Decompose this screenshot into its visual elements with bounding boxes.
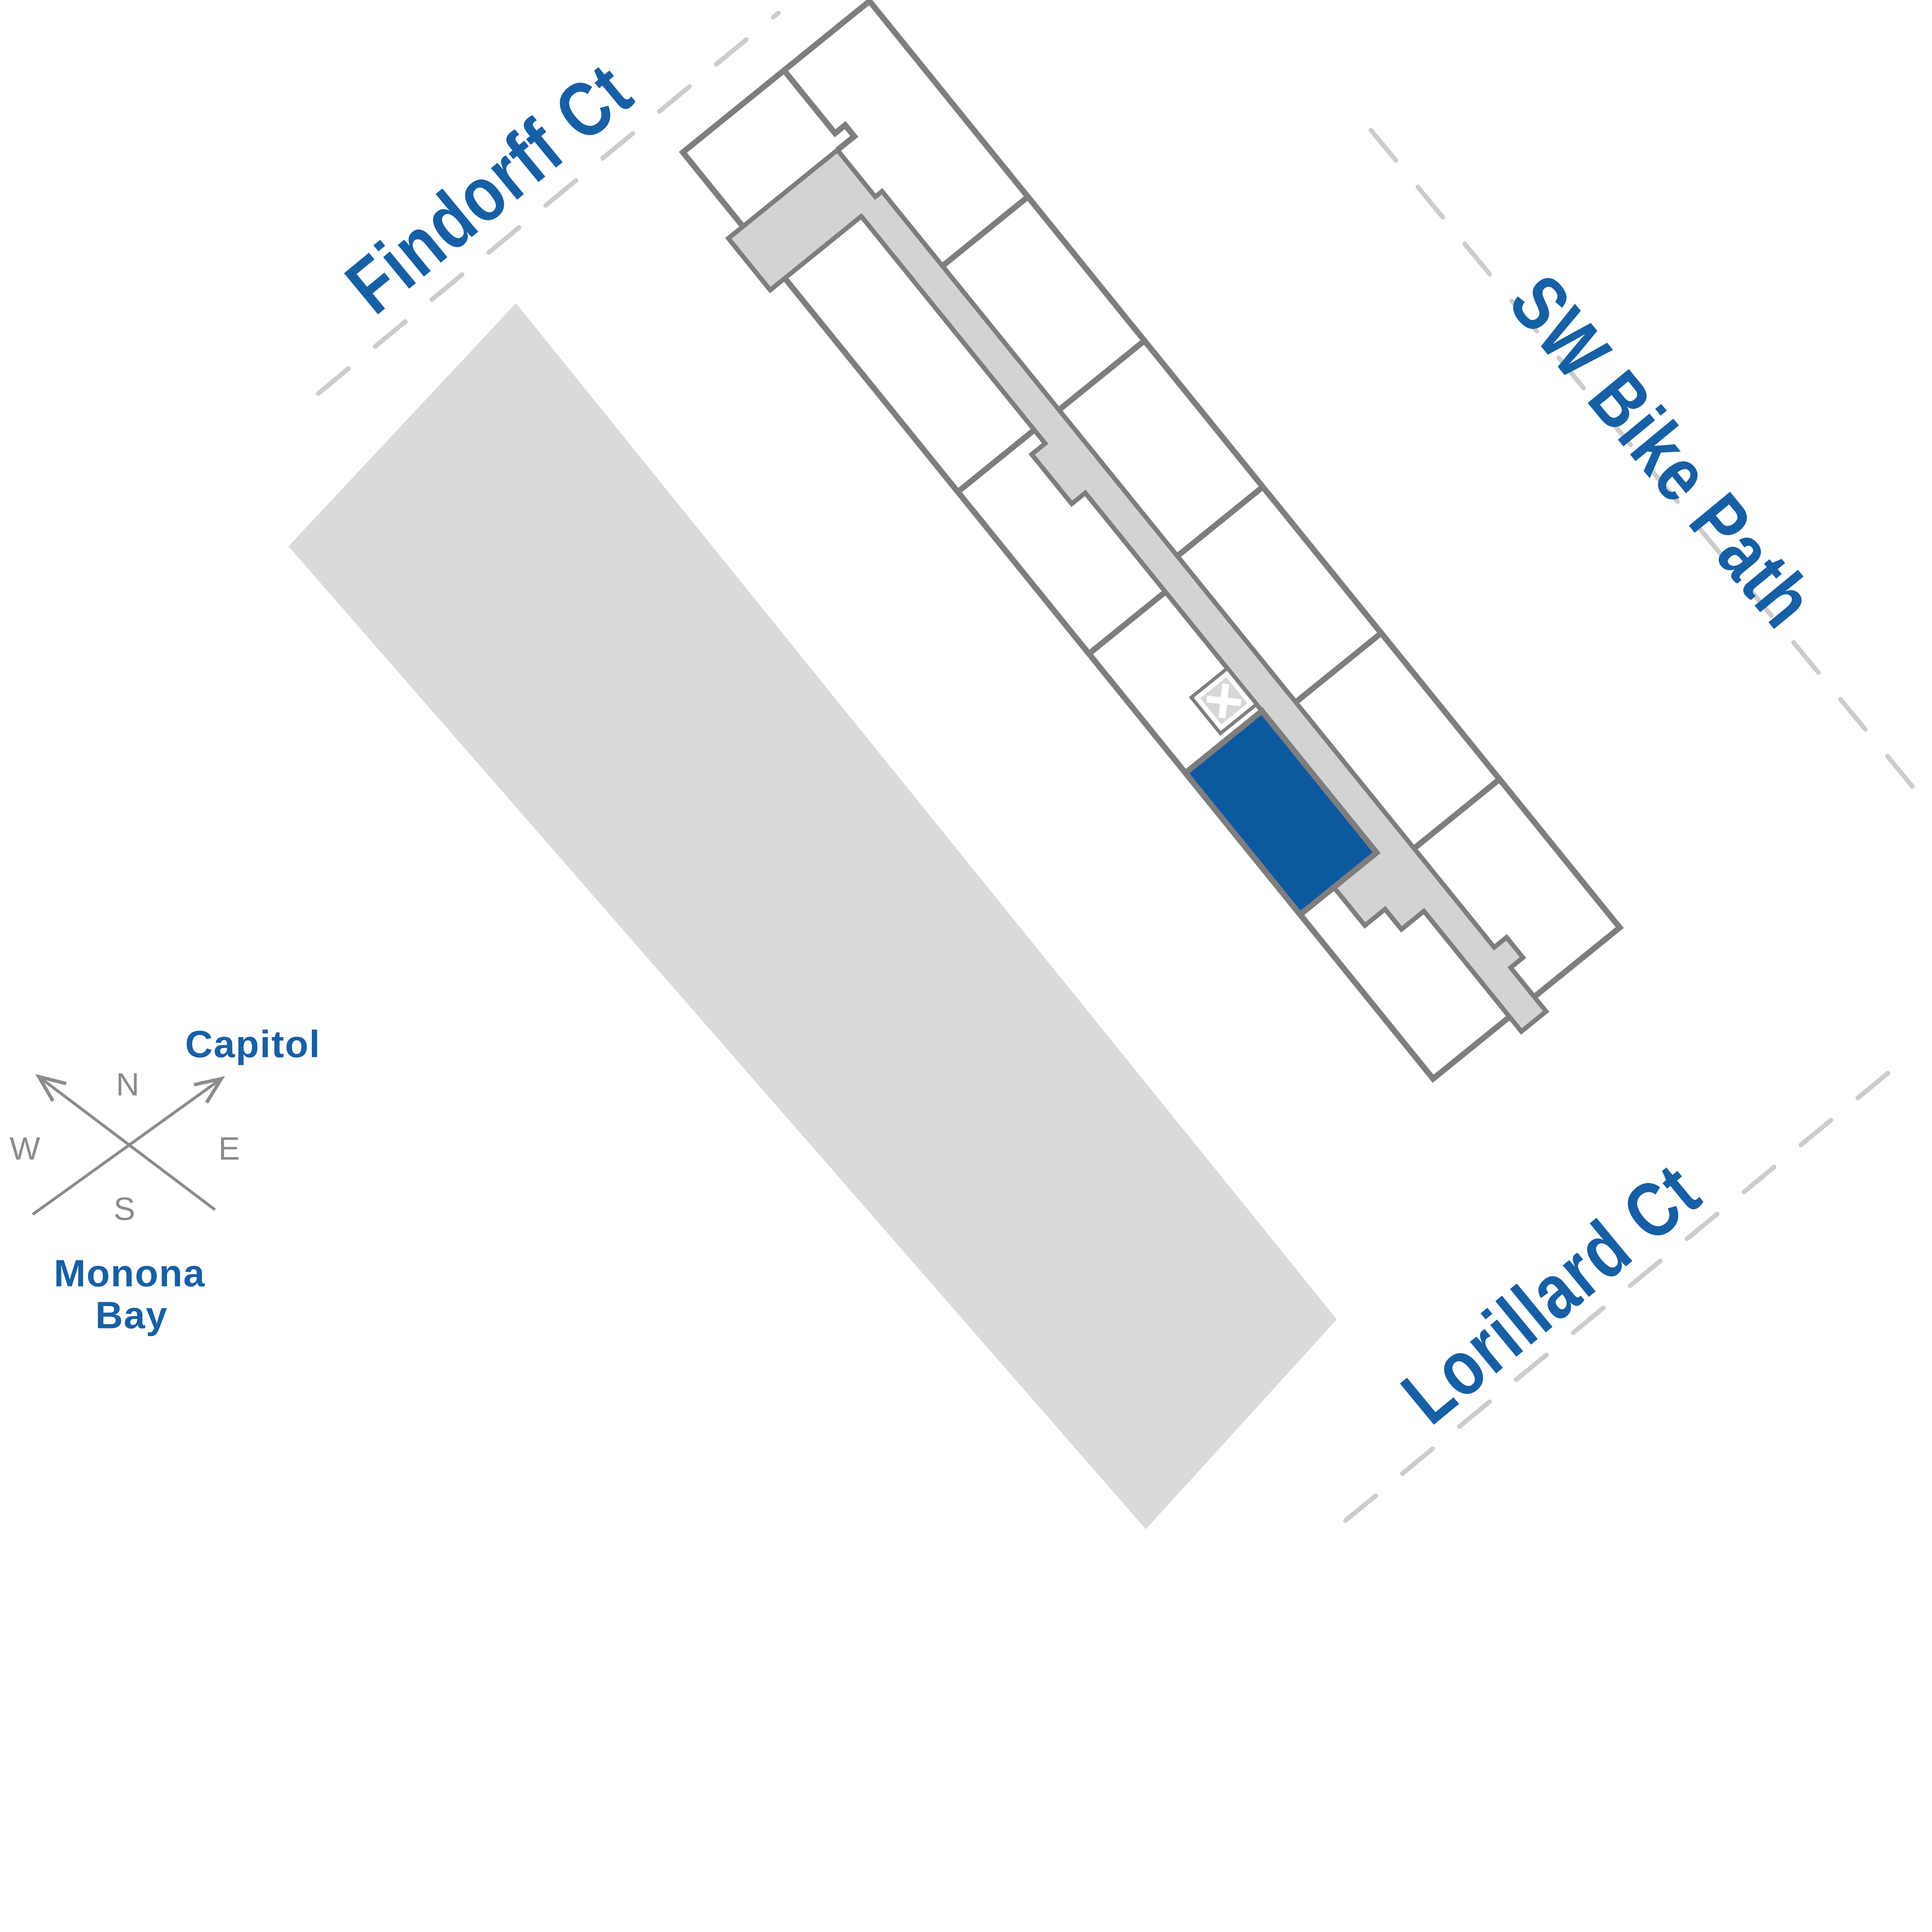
sw-bike-path-line <box>1369 128 1932 813</box>
highlighted-unit[interactable] <box>1181 707 1381 919</box>
compass-letter-w: W <box>10 1130 40 1167</box>
street-label-findorff: Findorff Ct <box>330 46 648 330</box>
neighboring-building-mass <box>288 303 1337 1529</box>
findorff-ct-road-line <box>316 10 781 396</box>
unit-wall <box>1057 338 1146 412</box>
compass-letter-s: S <box>114 1190 135 1227</box>
compass-arrowhead-nw <box>35 1074 67 1102</box>
site-plan-page: Findorff Ct SW Bike Path Lorillard Ct N … <box>9 0 1932 1529</box>
compass: N W E S <box>10 1066 240 1227</box>
unit-wall <box>1087 589 1167 656</box>
landmark-label-capitol: Capitol <box>185 1023 321 1065</box>
unit-wall <box>956 427 1036 494</box>
elevator-shaft <box>1189 666 1259 736</box>
unit-wall <box>1175 485 1265 558</box>
street-label-sw-bike-path: SW Bike Path <box>1493 259 1832 644</box>
site-map: Findorff Ct SW Bike Path Lorillard Ct N … <box>9 0 1932 1529</box>
compass-axis-sw-ne <box>32 1077 223 1216</box>
compass-letter-e: E <box>218 1130 240 1167</box>
landmark-label-monona-line2: Bay <box>95 1294 168 1336</box>
building-floorplan <box>679 0 1624 1083</box>
compass-axis-nw-se <box>38 1075 216 1211</box>
unit-wall <box>782 68 859 153</box>
street-label-lorillard: Lorillard Ct <box>1386 1147 1716 1440</box>
compass-arrowhead-ne <box>193 1076 225 1104</box>
unit-wall <box>1412 777 1502 851</box>
landmark-label-monona-line1: Monona <box>54 1252 205 1294</box>
compass-letter-n: N <box>116 1066 139 1102</box>
unit-wall <box>1294 631 1383 705</box>
lorillard-ct-road-line <box>1343 1055 1909 1523</box>
corridor <box>725 146 1549 1035</box>
unit-wall <box>940 194 1030 269</box>
elevator-x-icon <box>1206 683 1242 718</box>
